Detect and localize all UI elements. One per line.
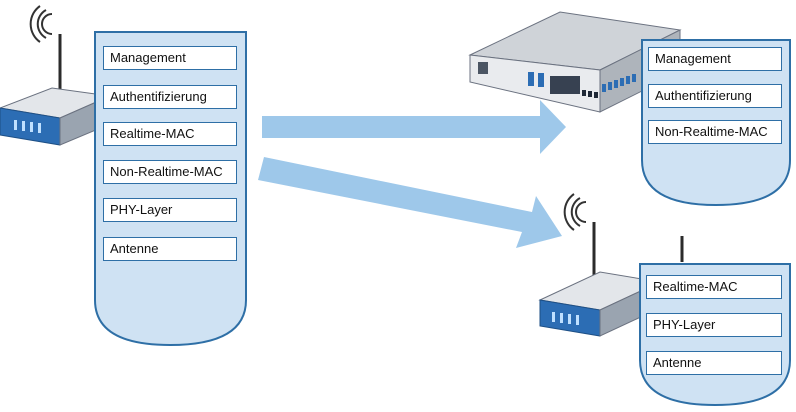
left-layer-non-realtime-mac: Non-Realtime-MAC bbox=[103, 160, 237, 184]
left-layer-phy-layer: PHY-Layer bbox=[103, 198, 237, 222]
left-layer-antenne: Antenne bbox=[103, 237, 237, 261]
left-access-point-device bbox=[0, 5, 112, 146]
left-panel-shape bbox=[94, 31, 247, 347]
ap-layer-realtime-mac: Realtime-MAC bbox=[646, 275, 782, 299]
arrow-to-controller bbox=[262, 100, 566, 154]
controller-layer-management: Management bbox=[648, 47, 782, 71]
left-layer-management: Management bbox=[103, 46, 237, 70]
arrow-to-access-point bbox=[258, 157, 562, 248]
left-layer-authentifizierung: Authentifizierung bbox=[103, 85, 237, 109]
controller-layer-non-realtime-mac: Non-Realtime-MAC bbox=[648, 120, 782, 144]
ap-layer-phy-layer: PHY-Layer bbox=[646, 313, 782, 337]
controller-layer-authentifizierung: Authentifizierung bbox=[648, 84, 782, 108]
ap-layer-antenne: Antenne bbox=[646, 351, 782, 375]
left-layer-realtime-mac: Realtime-MAC bbox=[103, 122, 237, 146]
